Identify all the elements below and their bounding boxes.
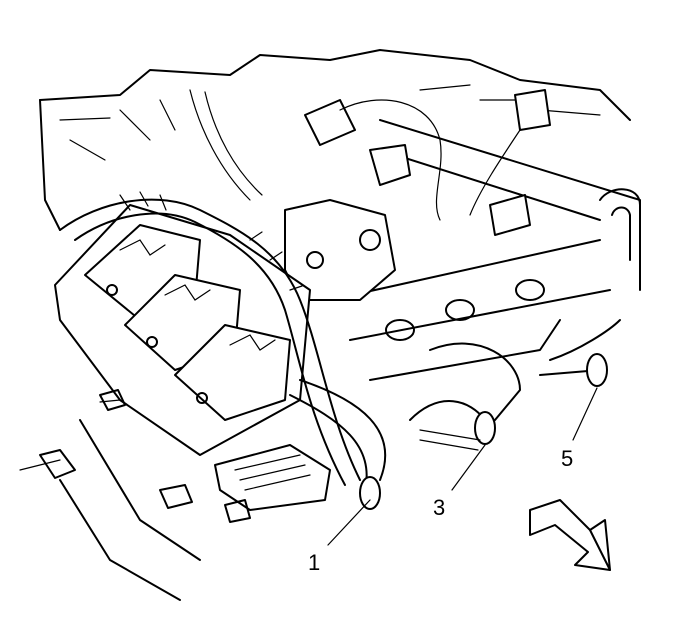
ignition-coil-pack	[54, 204, 311, 456]
upper-connectors	[304, 89, 551, 236]
leader-5	[572, 387, 598, 441]
leader-1	[327, 499, 371, 546]
wiring-harness	[59, 89, 361, 511]
mounting-bracket	[284, 199, 396, 301]
callout-leaders	[327, 387, 598, 546]
mounting-bolts	[19, 389, 251, 601]
spark-plug-wires	[289, 319, 621, 510]
callout-label-5: 5	[561, 446, 573, 471]
leader-3	[451, 444, 486, 491]
front-arrow-icon	[529, 499, 611, 571]
callout-label-1: 1	[308, 550, 320, 575]
callout-label-3: 3	[433, 495, 445, 520]
engine-block-background	[39, 49, 641, 381]
